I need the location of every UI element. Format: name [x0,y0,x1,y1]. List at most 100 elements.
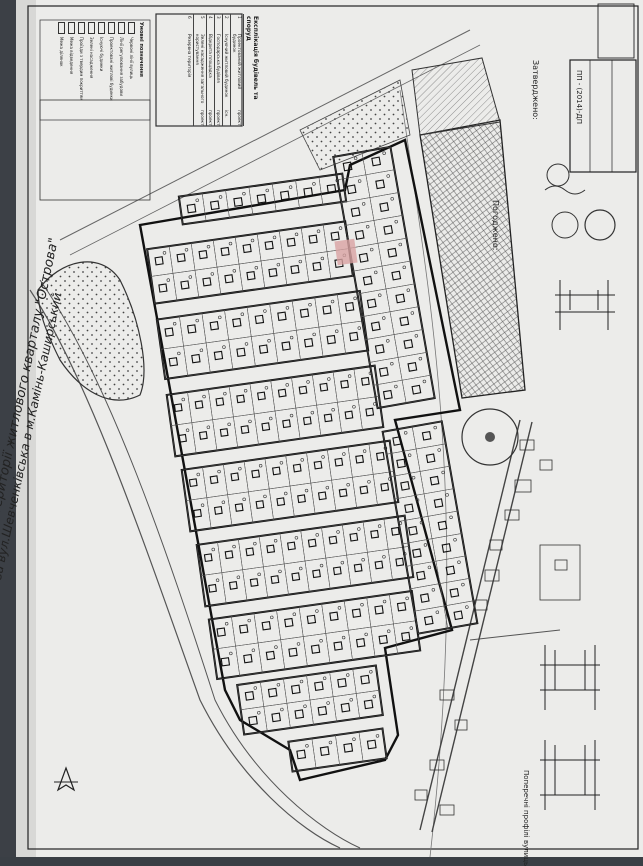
lot-marker [352,737,356,741]
lot-marker [222,345,226,349]
lot-marker [238,466,242,471]
legend-item: Межа ділянок [58,22,65,118]
house [164,327,174,337]
house [382,389,393,400]
house [198,431,208,440]
house [328,535,338,545]
house [326,334,336,345]
lot-marker [349,698,353,702]
house [340,702,351,713]
house [344,302,355,312]
house [370,529,380,539]
lot-marker [341,635,346,640]
house [366,298,377,309]
house [330,231,340,241]
lot-marker [294,232,299,237]
house [209,475,219,485]
lot-marker [465,605,469,609]
house [390,526,400,536]
house [317,491,327,501]
lot-marker [236,575,241,579]
house [351,608,362,618]
lot-marker [227,422,231,427]
house [349,331,359,342]
lot-marker [251,648,256,652]
house [303,338,314,348]
house [232,317,242,328]
house [248,715,258,726]
house [255,500,265,509]
lot-marker [181,397,185,402]
house [437,520,448,531]
lot-marker [370,247,374,252]
house [334,457,344,467]
lot-marker [279,461,284,465]
lot-marker [254,266,259,270]
lot-marker [362,449,367,453]
house [338,488,348,498]
lot-marker [382,555,386,559]
lot-marker [292,612,297,616]
house [306,614,317,625]
lot-marker [390,361,394,366]
legend-swatch-icon [128,22,135,34]
lot-marker [284,491,288,496]
lot-marker [361,558,365,562]
lot-marker [299,679,304,684]
house [360,674,370,685]
green-area-west [37,261,145,401]
lot-marker [378,293,382,297]
lot-marker [320,256,325,261]
house [256,193,267,204]
lot-marker [210,272,215,276]
lot-marker [257,572,261,577]
table-cell: Господарська будівля [216,34,221,83]
legend-item: Межа відведення [68,22,75,118]
house [379,202,390,213]
legend-swatch-icon [98,22,105,34]
house [313,460,323,470]
lot-marker [263,309,267,313]
house [358,252,369,263]
house [375,179,386,190]
house [258,344,269,354]
house [296,749,307,760]
house [266,544,276,554]
lot-marker [346,673,350,677]
house [198,249,208,260]
house [350,207,361,218]
house [314,681,324,691]
approved-label: Затверджено: [531,60,540,120]
house [261,621,272,631]
table-cell: проект [208,110,213,126]
house [333,641,343,651]
house [322,305,332,315]
lot-marker [310,410,315,415]
house [220,246,230,257]
lot-marker [184,248,189,252]
lot-marker [200,503,205,507]
house [408,525,418,536]
house [310,644,321,654]
house [396,458,406,469]
lot-marker [387,629,391,633]
lot-marker [360,602,364,607]
house [342,161,353,172]
lot-marker [328,740,333,745]
house [243,653,253,664]
lot-marker [247,618,251,623]
house [375,451,385,461]
house [307,538,317,548]
house [407,361,418,372]
lot-marker [242,497,246,502]
house [359,485,369,495]
round-plot [461,408,519,466]
lot-marker [228,241,233,246]
legend-item: Проектовані житлові будинки [108,22,115,118]
lot-marker [386,174,390,178]
house [213,506,223,515]
lot-marker [403,431,408,435]
lot [401,374,435,404]
